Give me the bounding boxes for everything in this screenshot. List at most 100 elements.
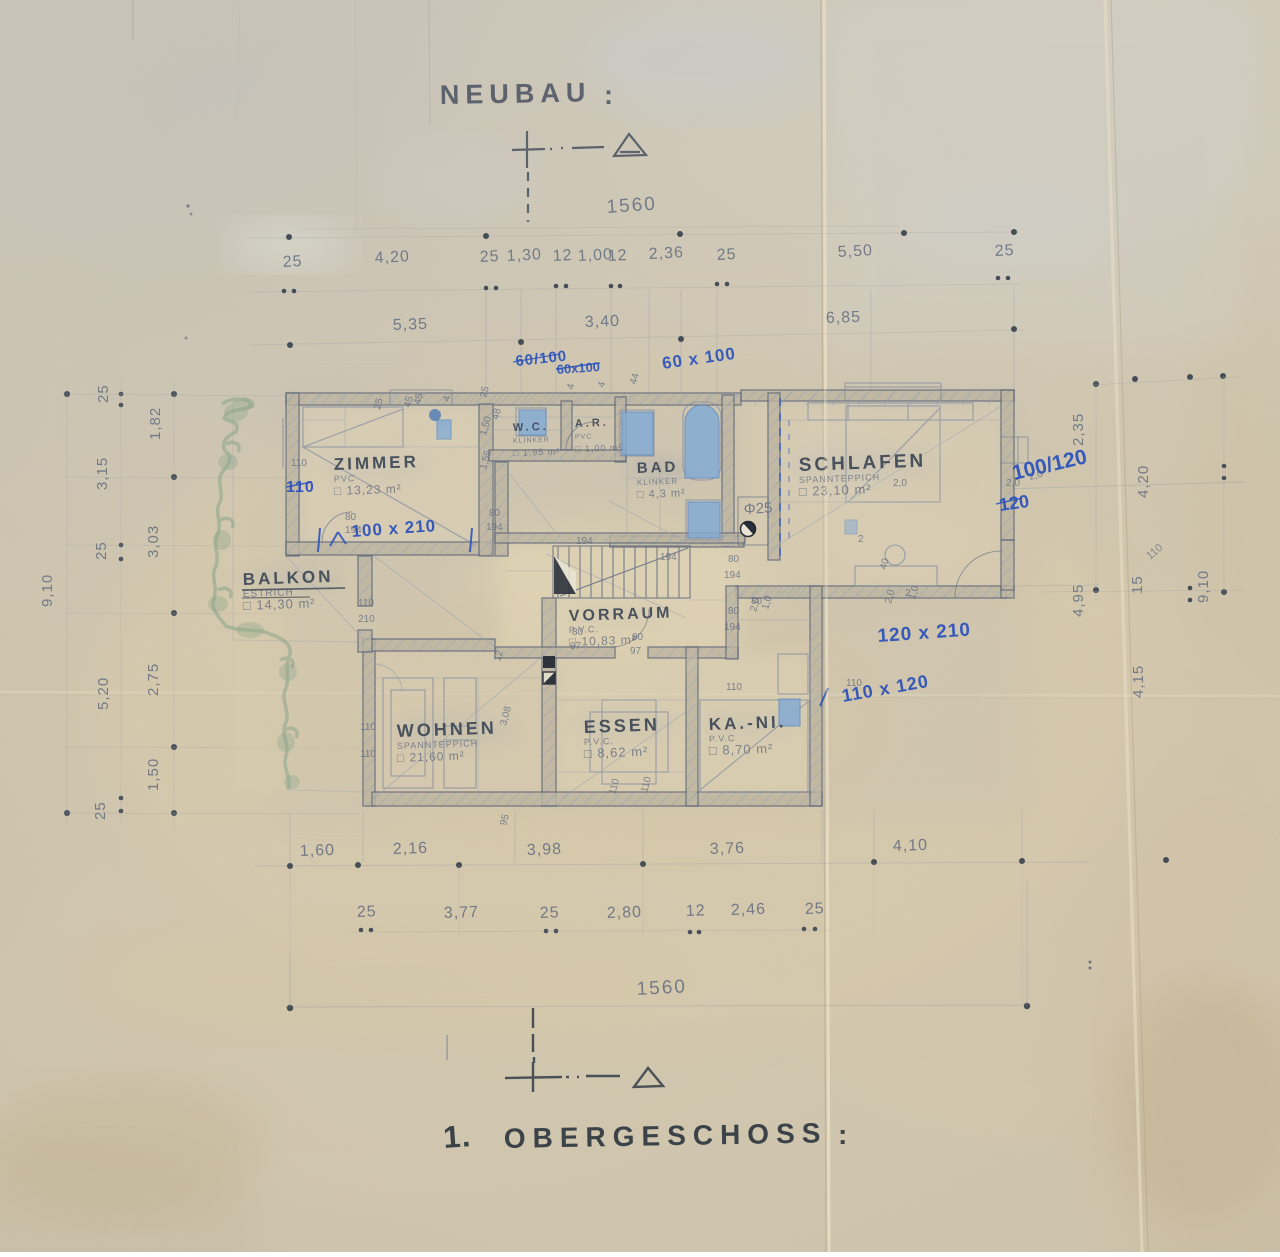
svg-text:80: 80 xyxy=(572,627,584,638)
svg-text:4,10: 4,10 xyxy=(893,837,929,855)
svg-text:4,15: 4,15 xyxy=(1130,665,1147,698)
svg-text:□ 23,10 m²: □ 23,10 m² xyxy=(799,481,872,499)
svg-text:12: 12 xyxy=(607,247,628,265)
svg-text:□ 8,70 m²: □ 8,70 m² xyxy=(709,741,774,758)
svg-text:45: 45 xyxy=(412,392,426,406)
svg-text:SPANNTEPPICH: SPANNTEPPICH xyxy=(397,738,479,751)
svg-text:2,0: 2,0 xyxy=(883,588,897,605)
svg-text:194: 194 xyxy=(345,525,362,536)
svg-text:NEUBAU: NEUBAU xyxy=(440,77,592,110)
svg-text:W.C.: W.C. xyxy=(513,421,549,434)
svg-text:PVC: PVC xyxy=(575,433,593,441)
svg-text:3,98: 3,98 xyxy=(527,841,563,859)
svg-text:4: 4 xyxy=(596,380,608,389)
svg-text:210: 210 xyxy=(358,614,375,625)
svg-text:□ 8,62 m²: □ 8,62 m² xyxy=(584,744,649,761)
svg-text:P.V.C.: P.V.C. xyxy=(584,736,614,747)
svg-text:194: 194 xyxy=(576,536,593,547)
svg-text:97: 97 xyxy=(630,646,642,657)
svg-text::: : xyxy=(838,1119,847,1150)
svg-text:1,30: 1,30 xyxy=(506,246,542,265)
svg-text:4: 4 xyxy=(441,394,453,403)
svg-text:VORRAUM: VORRAUM xyxy=(569,604,673,625)
svg-text:1,0: 1,0 xyxy=(907,584,921,601)
svg-text:25: 25 xyxy=(93,541,110,560)
svg-text:25: 25 xyxy=(282,253,303,271)
svg-text:KA.-NI.: KA.-NI. xyxy=(708,712,786,734)
svg-text:WOHNEN: WOHNEN xyxy=(396,718,497,741)
svg-text:3,08: 3,08 xyxy=(498,705,514,727)
svg-text:Φ25: Φ25 xyxy=(743,500,773,518)
svg-text:□ 1,00 m²: □ 1,00 m² xyxy=(575,442,623,454)
svg-text:15: 15 xyxy=(1129,575,1146,594)
svg-text:6,85: 6,85 xyxy=(826,309,862,327)
svg-text:25: 25 xyxy=(994,242,1015,260)
svg-text:25: 25 xyxy=(372,397,386,411)
svg-text:2,75: 2,75 xyxy=(145,663,162,696)
svg-text:25: 25 xyxy=(92,801,109,820)
svg-text:3,77: 3,77 xyxy=(444,904,480,922)
svg-text:97: 97 xyxy=(570,641,582,652)
svg-text:1,82: 1,82 xyxy=(147,407,164,440)
svg-text:1,50: 1,50 xyxy=(478,415,494,437)
svg-text:□ 21,60 m²: □ 21,60 m² xyxy=(397,749,465,765)
svg-text:110: 110 xyxy=(726,682,742,693)
svg-text:□ 13,23 m²: □ 13,23 m² xyxy=(334,482,402,498)
svg-text:120: 120 xyxy=(998,491,1031,515)
svg-text:BALKON: BALKON xyxy=(242,567,333,589)
svg-text:□ 10,83 m²: □ 10,83 m² xyxy=(569,633,637,649)
svg-text:1560: 1560 xyxy=(636,976,687,1000)
svg-text:4,95: 4,95 xyxy=(1070,584,1087,617)
svg-text:2: 2 xyxy=(905,588,911,599)
svg-text:2,0: 2,0 xyxy=(1006,478,1020,489)
svg-text:110: 110 xyxy=(291,458,307,469)
svg-text:44: 44 xyxy=(628,372,642,386)
svg-text:A.R.: A.R. xyxy=(575,417,609,430)
svg-text:25: 25 xyxy=(716,246,737,264)
svg-text:□ 4,3 m²: □ 4,3 m² xyxy=(637,487,686,501)
svg-text:5,50: 5,50 xyxy=(837,242,873,261)
svg-text:2,46: 2,46 xyxy=(731,901,767,919)
svg-text:80: 80 xyxy=(751,596,763,607)
svg-text:95: 95 xyxy=(498,813,512,827)
svg-text:5,20: 5,20 xyxy=(95,677,112,710)
svg-text:80: 80 xyxy=(345,512,357,523)
svg-text:25: 25 xyxy=(479,248,500,266)
svg-text:1,00: 1,00 xyxy=(577,246,613,265)
svg-text:25: 25 xyxy=(478,385,492,399)
svg-text:110: 110 xyxy=(846,678,862,689)
svg-text:80: 80 xyxy=(489,508,501,519)
svg-text:2,36: 2,36 xyxy=(648,244,684,263)
svg-text:3,76: 3,76 xyxy=(710,840,746,858)
svg-text:48: 48 xyxy=(490,407,504,421)
svg-text:40: 40 xyxy=(878,557,892,571)
svg-text:KLINKER: KLINKER xyxy=(513,437,550,445)
svg-text:5,35: 5,35 xyxy=(393,316,429,334)
svg-text:25: 25 xyxy=(805,900,825,918)
svg-text:OBERGESCHOSS: OBERGESCHOSS xyxy=(504,1117,828,1154)
svg-text:110: 110 xyxy=(639,775,654,794)
svg-text:194: 194 xyxy=(660,552,677,563)
svg-text:4,20: 4,20 xyxy=(1135,465,1152,498)
svg-text:110: 110 xyxy=(360,722,376,733)
svg-text:60/100: 60/100 xyxy=(515,348,568,370)
svg-text:25: 25 xyxy=(357,903,377,921)
svg-text:□ 1,95 m²: □ 1,95 m² xyxy=(513,446,561,458)
svg-text:12: 12 xyxy=(492,649,506,663)
svg-text:PVC: PVC xyxy=(334,473,356,484)
svg-text:1560: 1560 xyxy=(606,194,658,218)
svg-text:110: 110 xyxy=(358,598,374,609)
svg-text:80: 80 xyxy=(728,554,740,565)
svg-text:1,50: 1,50 xyxy=(145,758,162,791)
svg-text:110: 110 xyxy=(607,777,622,796)
svg-text:2,0: 2,0 xyxy=(1028,469,1045,483)
svg-text:1,0: 1,0 xyxy=(760,594,774,611)
svg-text::: : xyxy=(604,80,613,110)
svg-text:45: 45 xyxy=(402,395,416,409)
svg-text:ZIMMER: ZIMMER xyxy=(333,452,419,474)
svg-text:194: 194 xyxy=(724,570,741,581)
svg-text:1,60: 1,60 xyxy=(300,842,336,860)
svg-text:2: 2 xyxy=(858,534,864,545)
svg-text:BAD: BAD xyxy=(637,459,679,477)
svg-text:2,0: 2,0 xyxy=(893,478,907,489)
